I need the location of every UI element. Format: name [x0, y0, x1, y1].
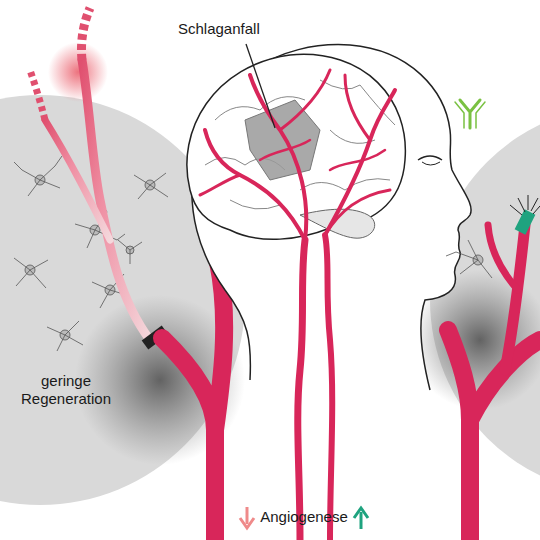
- label: Angiogenese: [260, 508, 348, 526]
- vessel: [45, 120, 110, 240]
- antibody: [455, 100, 485, 128]
- vessel: [488, 225, 518, 290]
- filopodia: [510, 195, 540, 215]
- vessel: [81, 8, 90, 60]
- neurons: [14, 156, 168, 351]
- label: Schlaganfall: [178, 20, 260, 38]
- brain-vessels: [200, 70, 395, 540]
- vessel: [505, 225, 525, 370]
- vessel: [162, 262, 224, 540]
- vessel: [30, 70, 45, 120]
- label: geringe Regeneration: [6, 372, 126, 408]
- increase-arrow: [354, 508, 368, 529]
- stroke-region: [245, 100, 320, 180]
- vessel: [448, 330, 540, 540]
- brain: [187, 54, 405, 239]
- leader-line: [246, 44, 275, 128]
- decrease-arrow: [240, 507, 254, 528]
- neurons: [446, 240, 492, 278]
